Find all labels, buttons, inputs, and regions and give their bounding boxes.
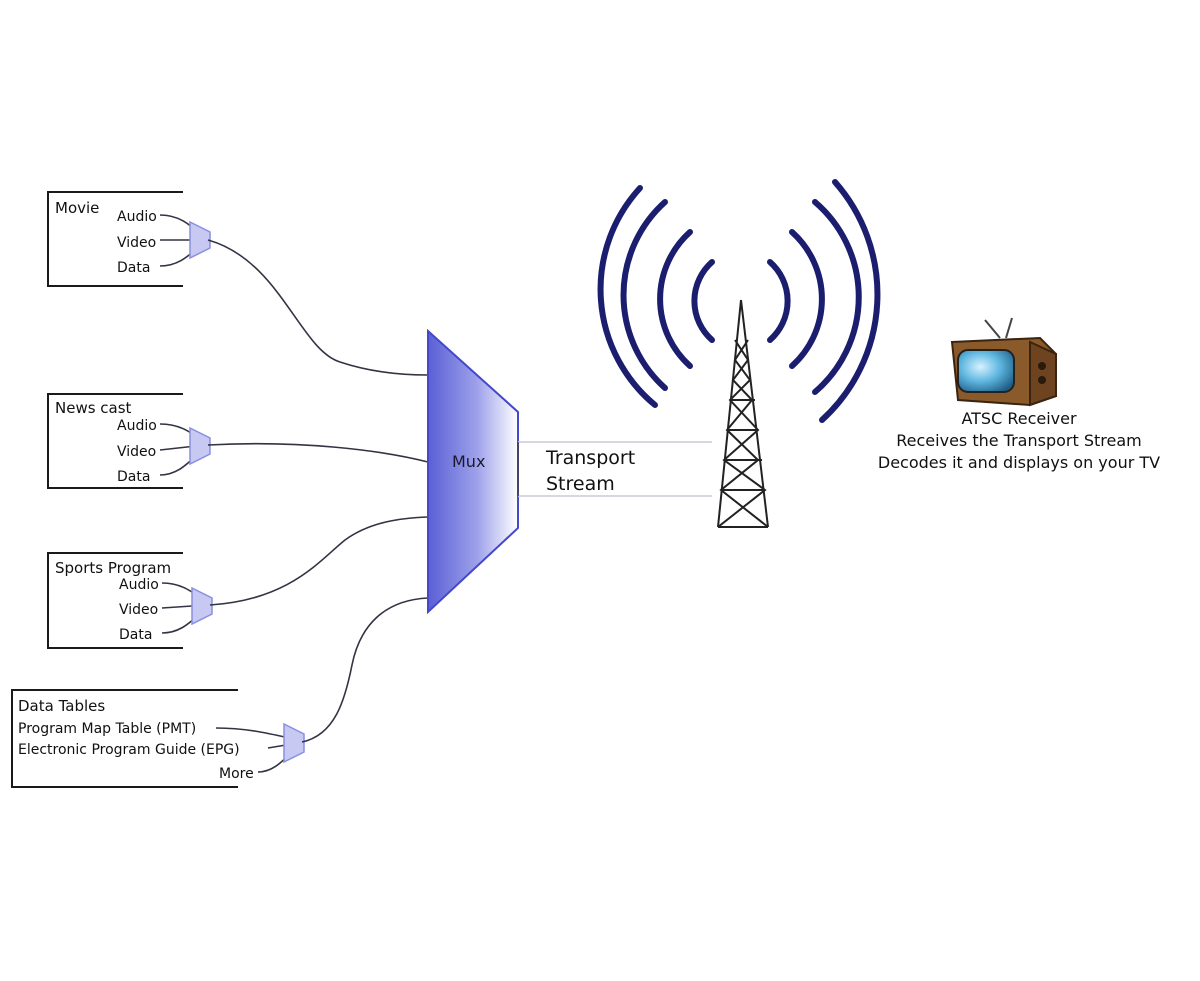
- input-label: Audio: [119, 577, 159, 593]
- receiver-title: ATSC Receiver: [961, 409, 1077, 428]
- source-title: News cast: [55, 399, 132, 417]
- source-sports-program: Sports Program Audio Video Data: [47, 552, 213, 649]
- receiver-caption: ATSC Receiver Receives the Transport Str…: [878, 409, 1160, 472]
- connector-icon: [189, 426, 211, 466]
- connector-icon: [191, 586, 213, 626]
- source-newscast: News cast Audio Video Data: [47, 393, 211, 489]
- input-label: Program Map Table (PMT): [18, 721, 196, 737]
- transport-label-line1: Transport: [545, 447, 635, 469]
- source-title: Data Tables: [18, 697, 105, 715]
- source-title: Sports Program: [55, 559, 171, 577]
- connector-icon: [283, 722, 305, 764]
- broadcast-tower-icon: [717, 299, 769, 528]
- input-label: Data: [117, 469, 150, 485]
- input-label: Electronic Program Guide (EPG): [18, 742, 240, 758]
- input-label: Data: [117, 260, 150, 276]
- input-label: Video: [119, 602, 158, 618]
- tv-icon: [950, 317, 1057, 407]
- mux-block: Mux: [427, 328, 519, 615]
- receiver-line1: Receives the Transport Stream: [896, 431, 1141, 450]
- transport-label-line2: Stream: [546, 473, 615, 495]
- input-label: Data: [119, 627, 152, 643]
- input-label: Video: [117, 444, 156, 460]
- receiver-line2: Decodes it and displays on your TV: [878, 453, 1160, 472]
- source-movie: Movie Audio Video Data: [47, 191, 211, 287]
- mux-label: Mux: [452, 452, 485, 471]
- input-label: Audio: [117, 209, 157, 225]
- mux-input-wires: [207, 239, 429, 743]
- source-title: Movie: [55, 199, 99, 217]
- input-label: More: [219, 766, 254, 782]
- radio-waves-icon: [597, 179, 881, 423]
- input-label: Video: [117, 235, 156, 251]
- connector-icon: [189, 220, 211, 260]
- transport-stream: Transport Stream: [517, 441, 712, 497]
- input-label: Audio: [117, 418, 157, 434]
- source-data-tables: Data Tables Program Map Table (PMT) Elec…: [11, 689, 305, 788]
